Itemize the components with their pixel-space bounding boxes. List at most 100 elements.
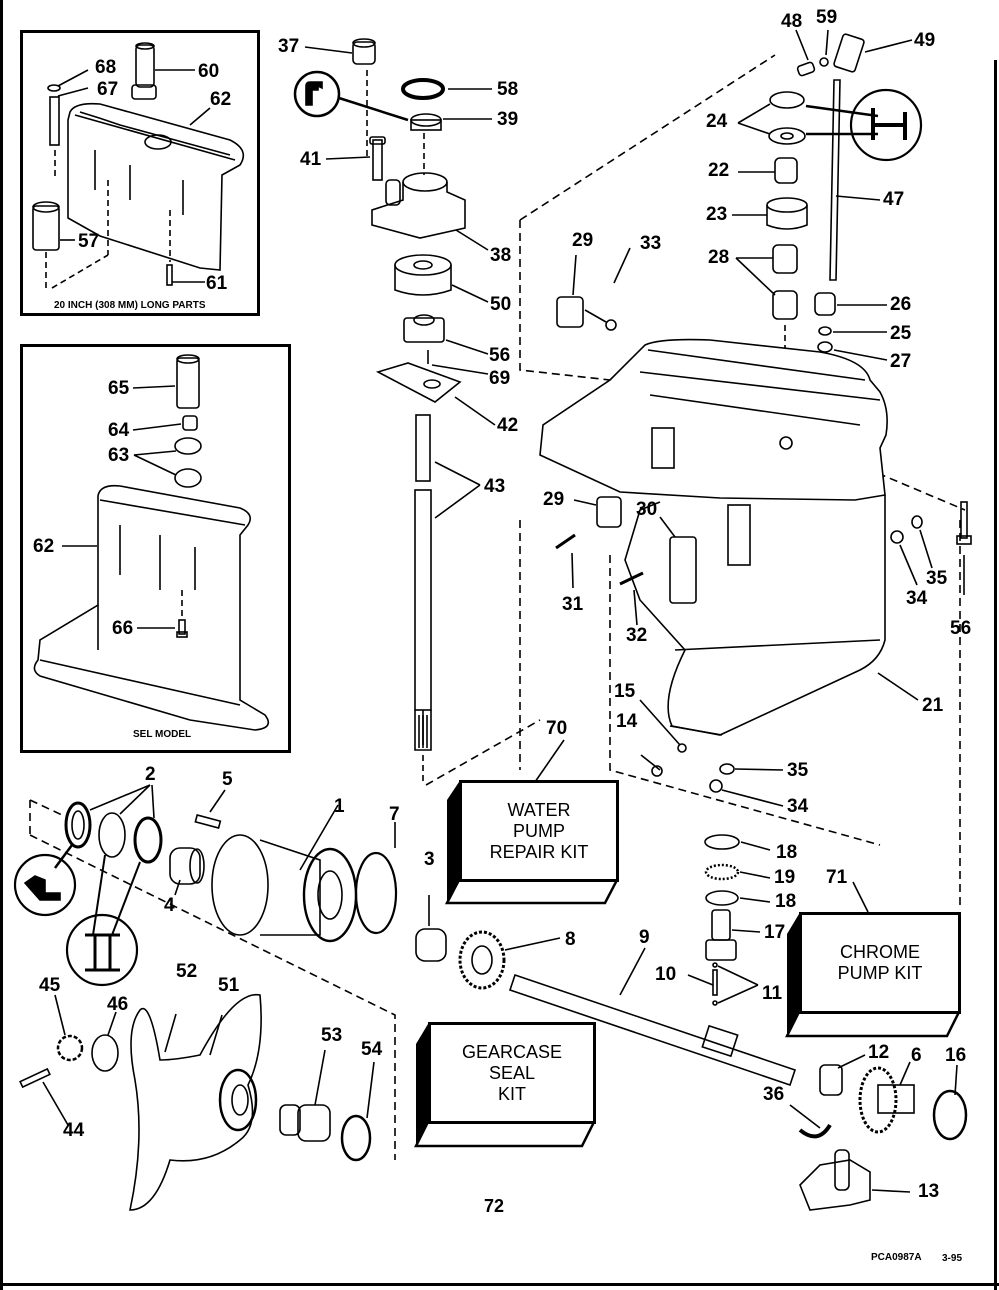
page-border-right [994, 60, 997, 1290]
part-60-tube [131, 42, 157, 100]
part-30-trim-tab [669, 536, 697, 604]
long-parts-caption: 20 INCH (308 MM) LONG PARTS [54, 300, 206, 311]
callout-16: 16 [945, 1045, 967, 1066]
part-38-pump-housing [371, 172, 466, 239]
callout-39: 39 [497, 109, 519, 130]
callout-54: 54 [361, 1039, 383, 1060]
gearcase-seal-kit-label: GEARCASE SEAL KIT [461, 1041, 563, 1104]
part-44-cotter-pin [19, 1067, 51, 1089]
callout-70: 70 [546, 718, 568, 739]
sealant-symbol-icon [293, 70, 409, 122]
callout-64: 64 [108, 420, 130, 441]
part-25-washer [818, 326, 832, 336]
part-17-pinion [705, 909, 737, 961]
seal-lip-symbol-icon [805, 88, 923, 162]
part-62-sel-housing [33, 484, 270, 731]
part-56-impeller [403, 314, 445, 343]
part-4-bearing [169, 847, 205, 885]
part-9-propshaft [508, 973, 797, 1087]
chrome-pump-kit-label: CHROME PUMP KIT [837, 942, 923, 983]
part-39-seal [410, 113, 442, 131]
page-border-left [0, 0, 3, 1290]
part-28-bearing-lower [772, 290, 798, 320]
callout-24: 24 [706, 111, 728, 132]
callout-25: 25 [890, 323, 912, 344]
part-46-spacer [91, 1034, 119, 1072]
part-66-screw [176, 590, 188, 638]
sel-model-caption: SEL MODEL [133, 729, 192, 740]
part-41-screw [369, 136, 386, 181]
callout-42: 42 [497, 415, 519, 436]
callout-49: 49 [914, 30, 936, 51]
part-36-retainer [798, 1123, 832, 1139]
long-parts-inset [20, 30, 260, 316]
callout-17: 17 [764, 922, 786, 943]
part-63-grommets [174, 437, 202, 488]
part-27-washer [817, 341, 833, 353]
callout-57: 57 [78, 231, 100, 252]
part-67-tube [49, 96, 60, 180]
part-32-screw [619, 571, 644, 586]
gearcase-seal-kit: GEARCASE SEAL KIT [414, 1022, 598, 1148]
water-pump-stack [293, 38, 496, 785]
callout-71: 71 [826, 867, 848, 888]
callout-8: 8 [565, 929, 576, 950]
callout-52: 52 [176, 961, 198, 982]
part-1-bearing-housing [211, 834, 358, 943]
figure-code: PCA0987A [871, 1252, 922, 1263]
kit-box-shading [785, 914, 962, 1038]
sel-model-inset [20, 344, 291, 753]
part-58-oring [401, 78, 445, 100]
long-parts-drawing [32, 42, 245, 290]
callout-13: 13 [918, 1181, 940, 1202]
part-29-anode-lower [596, 496, 622, 528]
part-35-gasket-lower [719, 763, 735, 775]
callout-53: 53 [321, 1025, 343, 1046]
part-54-thrust-bushing [340, 1114, 372, 1162]
part-5-screw [194, 814, 222, 829]
part-16-bearing [932, 1089, 968, 1141]
callout-35-upper: 35 [926, 568, 948, 589]
callout-29-lower: 29 [543, 489, 565, 510]
part-64-bushing [182, 415, 198, 431]
callout-43: 43 [484, 476, 506, 497]
callout-15: 15 [614, 681, 636, 702]
part-29-anode-upper [556, 296, 584, 328]
callout-12: 12 [868, 1042, 890, 1063]
part-24-seals [768, 91, 806, 145]
shift-rod-stack [732, 29, 923, 361]
part-2-seals-bearings [64, 801, 163, 864]
part-33-nut [605, 319, 617, 331]
part-21-gearcase [539, 338, 888, 736]
callout-14: 14 [616, 711, 638, 732]
kit-70-leader [534, 739, 565, 783]
callout-2: 2 [145, 764, 156, 785]
callout-63: 63 [108, 445, 130, 466]
callout-48: 48 [781, 11, 803, 32]
callout-69: 69 [489, 368, 511, 389]
part-7-oring [354, 851, 398, 935]
part-42-plate [375, 362, 462, 403]
callout-68: 68 [95, 57, 117, 78]
callout-3: 3 [424, 849, 435, 870]
callout-62: 62 [210, 89, 232, 110]
callout-51: 51 [218, 975, 240, 996]
part-51-propeller [129, 993, 262, 1211]
part-45-nut [56, 1034, 84, 1062]
callout-10: 10 [655, 964, 677, 985]
callout-37: 37 [278, 36, 300, 57]
part-23-bushing [766, 197, 808, 230]
callout-18-upper: 18 [776, 842, 798, 863]
callout-36: 36 [763, 1084, 785, 1105]
part-12-clutch [819, 1064, 843, 1096]
callout-67: 67 [97, 79, 119, 100]
part-11-ball [712, 962, 718, 968]
part-8-gear [458, 930, 506, 990]
callout-45: 45 [39, 975, 61, 996]
callout-23: 23 [706, 204, 728, 225]
part-47-shift-rod [829, 79, 841, 281]
part-34-plug-lower [709, 779, 723, 793]
part-15-washer [677, 743, 687, 753]
callout-56-screw: 56 [950, 618, 972, 639]
page-border-bottom [0, 1283, 999, 1286]
